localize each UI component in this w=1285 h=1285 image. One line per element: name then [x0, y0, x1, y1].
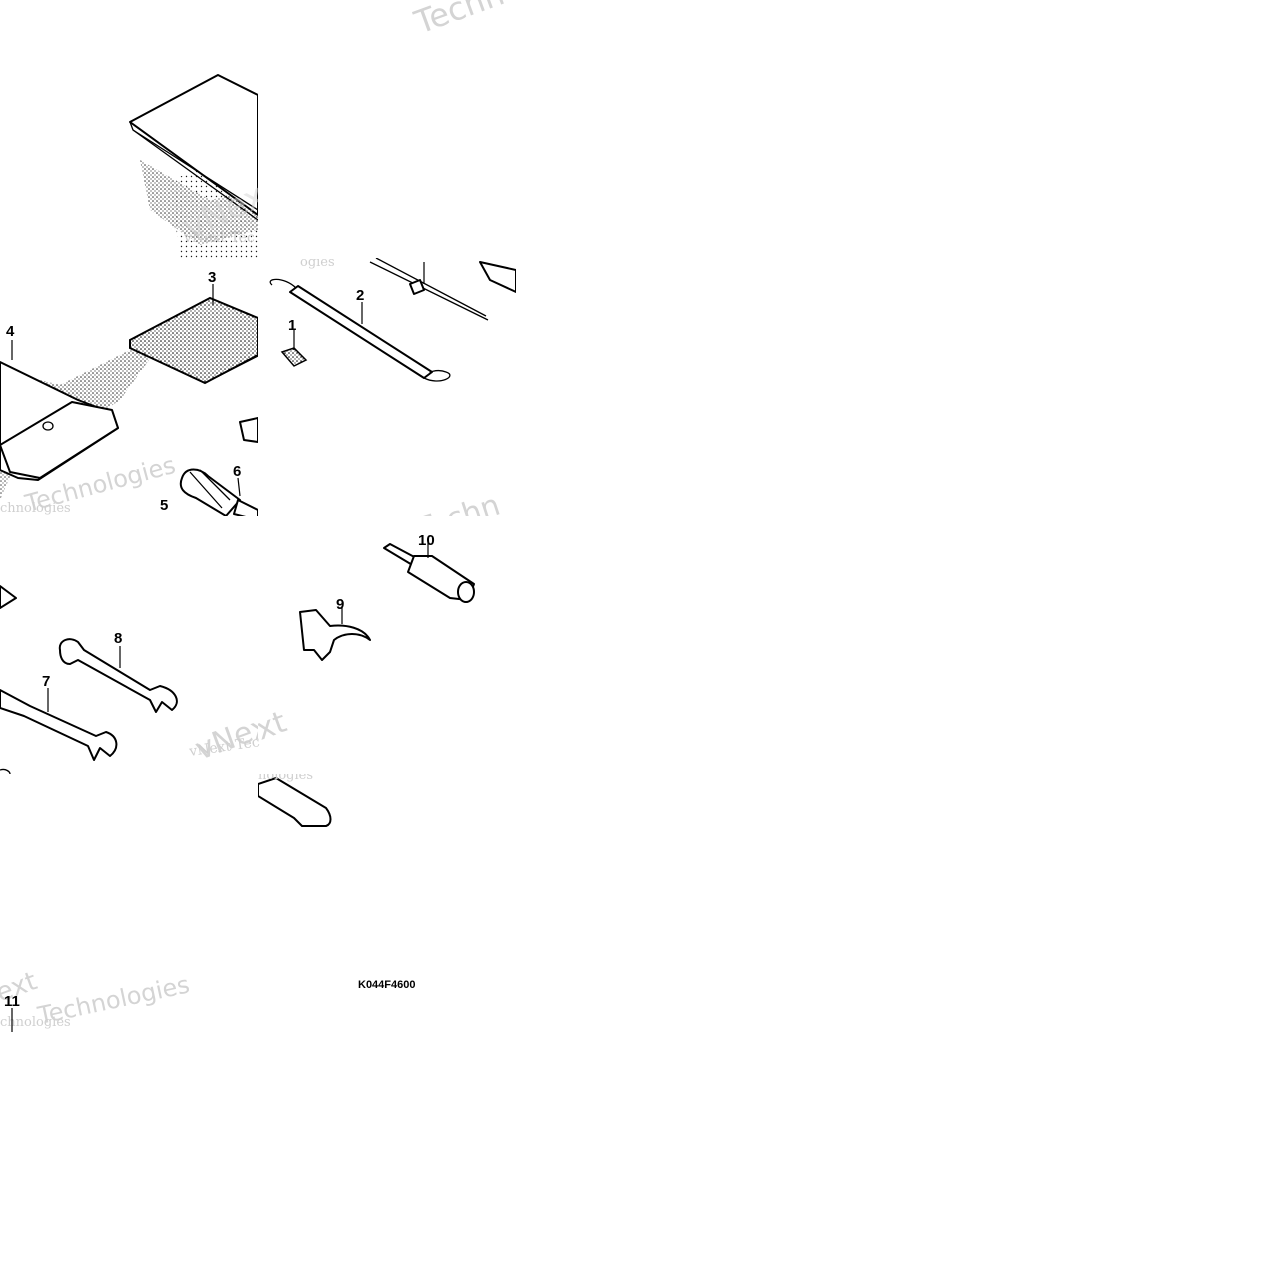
part-8-wrench: [58, 638, 178, 713]
callout-2: 2: [356, 287, 364, 304]
callout-3: 3: [208, 269, 216, 286]
tire-lever: [258, 777, 332, 827]
tile-top-middle: Techn: [409, 0, 509, 42]
part-2-bar: [269, 278, 451, 382]
callout-9: 9: [336, 596, 344, 613]
part-5-handle: [179, 468, 241, 516]
callout-11: 11: [4, 993, 20, 1010]
part-3-pad: [129, 296, 258, 385]
tile-bottom-left: [0, 585, 178, 774]
part-7-wrench: [0, 688, 118, 761]
tile-lower-left: ext Technologies chnologies: [0, 966, 192, 1032]
callout-4: 4: [6, 323, 15, 340]
watermark-fragment-lb3: chnologies: [0, 1015, 71, 1030]
part-1-clip: [280, 347, 308, 367]
tile-middle-middle: ogies Techn: [269, 255, 516, 516]
watermark-fragment-top: Techn: [409, 0, 509, 42]
manual-cover: [129, 74, 258, 216]
callout-10: 10: [418, 532, 435, 549]
callout-8: 8: [114, 630, 122, 647]
callout-6: 6: [233, 463, 241, 480]
watermark-fragment-lm: nologies: [258, 768, 313, 783]
watermark-fragment-bm2: vNext Tec: [187, 734, 260, 760]
tile-lower-middle: nologies: [258, 768, 332, 827]
watermark-fragment-ml2: chnologies: [0, 501, 71, 516]
drawing-code: K044F4600: [358, 979, 416, 991]
callout-1: 1: [288, 317, 296, 334]
callout-7: 7: [42, 673, 50, 690]
watermark-fragment: vNext Tec: [183, 230, 255, 246]
tile-bottom-left-wm: vNext vNext Tec: [187, 705, 258, 768]
tile-top-left: vNext Tec vNext: [129, 74, 258, 258]
tile-middle-left: Technologies chnologies: [0, 284, 258, 516]
part-9-hook: [299, 608, 371, 661]
watermark-fragment-mm: ogies: [300, 255, 335, 270]
part-10-socket: [383, 542, 475, 603]
callout-5: 5: [160, 497, 168, 514]
